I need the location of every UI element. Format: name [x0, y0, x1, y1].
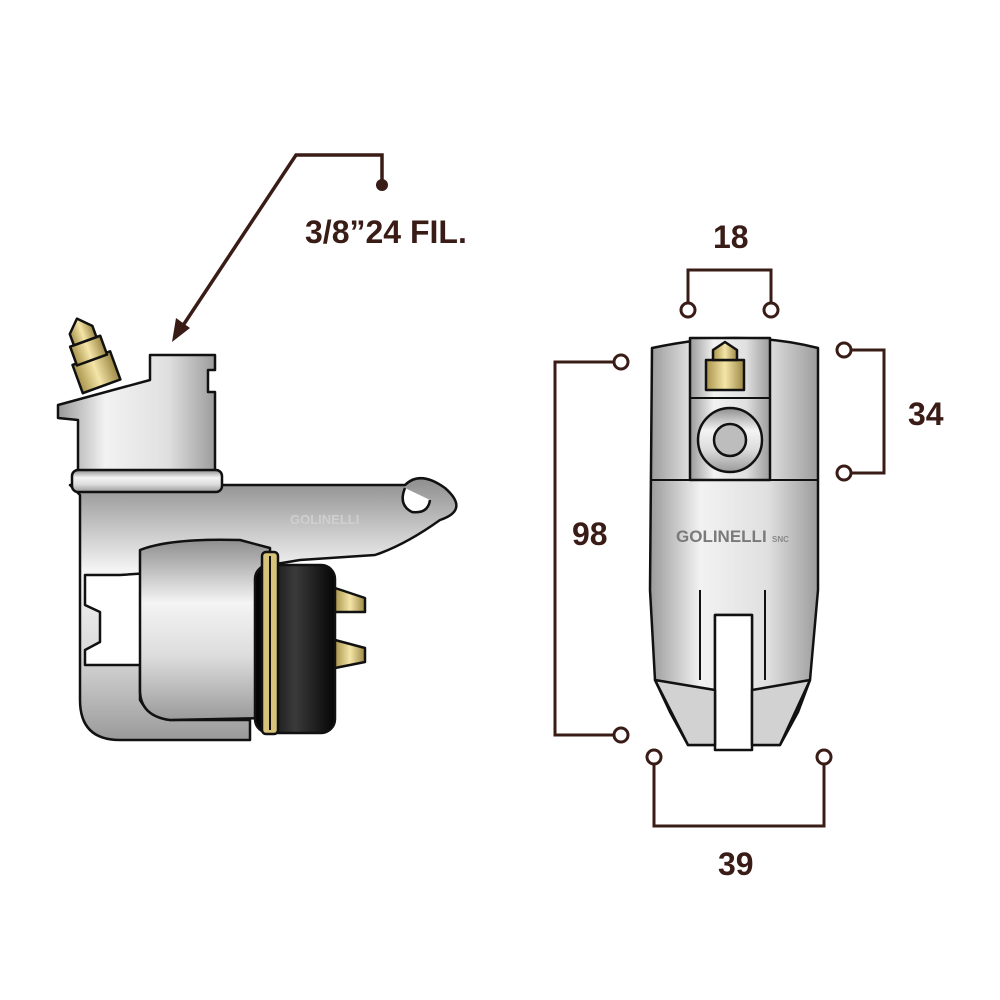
prong-right [750, 678, 812, 747]
front-brand-suffix: SNC [772, 535, 789, 544]
front-nut [704, 358, 746, 392]
center-slot [713, 613, 754, 752]
wheel-cylinder-body [138, 538, 272, 722]
dim-total-height-end-bottom [612, 726, 630, 744]
dim-head-height-end-top [835, 341, 853, 359]
dim-total-height-end-top [612, 353, 630, 371]
front-brand-label: GOLINELLI [676, 527, 767, 546]
dim-top-width-line [686, 268, 773, 305]
front-nipple [711, 340, 739, 362]
side-view: GOLINELLI [56, 317, 458, 742]
pushrod-pin-upper [333, 586, 367, 614]
inlet-port-inner [712, 422, 748, 458]
dim-head-height-end-bottom [835, 464, 853, 482]
pushrod-pin-lower [333, 638, 367, 670]
thread-callout [172, 153, 388, 342]
dimension-lines [553, 268, 886, 828]
front-view: GOLINELLI SNC [648, 336, 820, 752]
bleeder-nipple [68, 317, 122, 395]
dim-bottom-width-line [652, 762, 826, 828]
boss-flange [70, 468, 224, 494]
dim-top-width-label: 18 [713, 219, 749, 255]
dim-top-width-end-right [762, 301, 780, 319]
dim-total-height-line [553, 360, 616, 737]
bleeder-boss [56, 353, 217, 480]
prong-left [653, 678, 717, 747]
thread-arrow-head [172, 318, 190, 342]
dim-total-height-label: 98 [572, 516, 608, 552]
dim-bottom-width-end-right [815, 748, 833, 766]
thread-leader-line [178, 153, 384, 331]
dim-top-width-end-left [679, 301, 697, 319]
hook-notch [401, 487, 432, 514]
dim-bottom-width-label: 39 [718, 846, 754, 882]
dim-bottom-width-end-left [645, 748, 663, 766]
thread-label: 3/8”24 FIL. [305, 214, 467, 250]
thread-anchor-dot [376, 179, 388, 191]
side-brand-label: GOLINELLI [290, 512, 359, 527]
dim-head-height-label: 34 [908, 396, 944, 432]
dim-head-height-line [849, 348, 886, 475]
